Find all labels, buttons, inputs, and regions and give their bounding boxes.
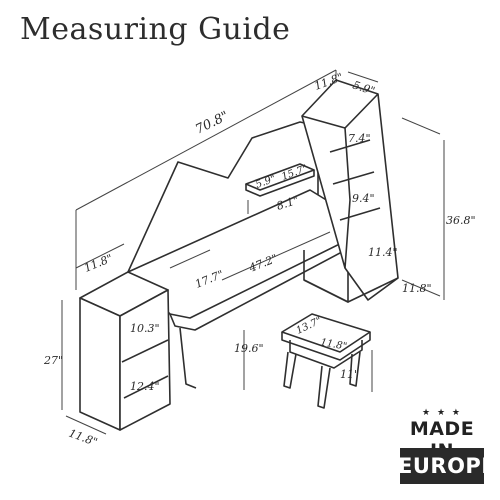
dim-desk-height-below: 19.6": [234, 342, 264, 355]
floating-shelf-front: [245, 170, 315, 197]
badge-box: [400, 448, 484, 484]
right-cabinet-shelf-3: [339, 207, 381, 221]
badge-stars: ★ ★ ★: [422, 408, 462, 418]
right-cabinet-shelf-2: [332, 171, 375, 185]
dim-left-shelf-2: 12.4": [130, 380, 160, 393]
dim-right-base-depth: 11.8": [402, 282, 432, 295]
left-cabinet-shelf-2: [123, 375, 169, 399]
dim-right-shelf-3: 11.4": [368, 246, 398, 259]
right-base-edge: [303, 272, 349, 303]
dim-left-cabinet-height: 27": [43, 354, 63, 367]
dim-stool-height: 11": [340, 368, 359, 381]
right-cabinet-side: [344, 127, 351, 269]
right-cabinet-shelf-1: [329, 139, 371, 153]
dim-left-cabinet-depth: 11.8": [67, 427, 99, 449]
badge-europe: EUROPE: [398, 454, 497, 478]
dimension-lines: [61, 69, 445, 435]
dim-stool-depth: 11.8": [319, 337, 347, 352]
desk-leg-panel: [179, 327, 197, 389]
dim-total-width: 70.8": [193, 109, 231, 138]
dim-left-shelf-1: 10.3": [130, 322, 160, 335]
left-cabinet-side: [119, 289, 171, 431]
made-in-europe-badge: ★ ★ ★ MADE IN EUROPE: [398, 408, 497, 488]
page-title: Measuring Guide: [20, 12, 291, 47]
left-cabinet-front: [79, 297, 121, 431]
stool-leg-2: [317, 365, 331, 409]
stool-front: [281, 332, 371, 361]
stool-leg-3: [349, 351, 361, 387]
dim-right-shelf-2: 9.4": [352, 192, 375, 205]
dim-right-shelf-1: 7.4": [348, 132, 371, 145]
stool-leg-1: [283, 351, 297, 389]
stool-apron: [289, 340, 363, 369]
dim-right-total-height: 36.8": [446, 214, 476, 227]
dim-left-cabinet-width: 11.8": [82, 252, 114, 275]
left-cabinet-shelf-1: [121, 339, 169, 363]
